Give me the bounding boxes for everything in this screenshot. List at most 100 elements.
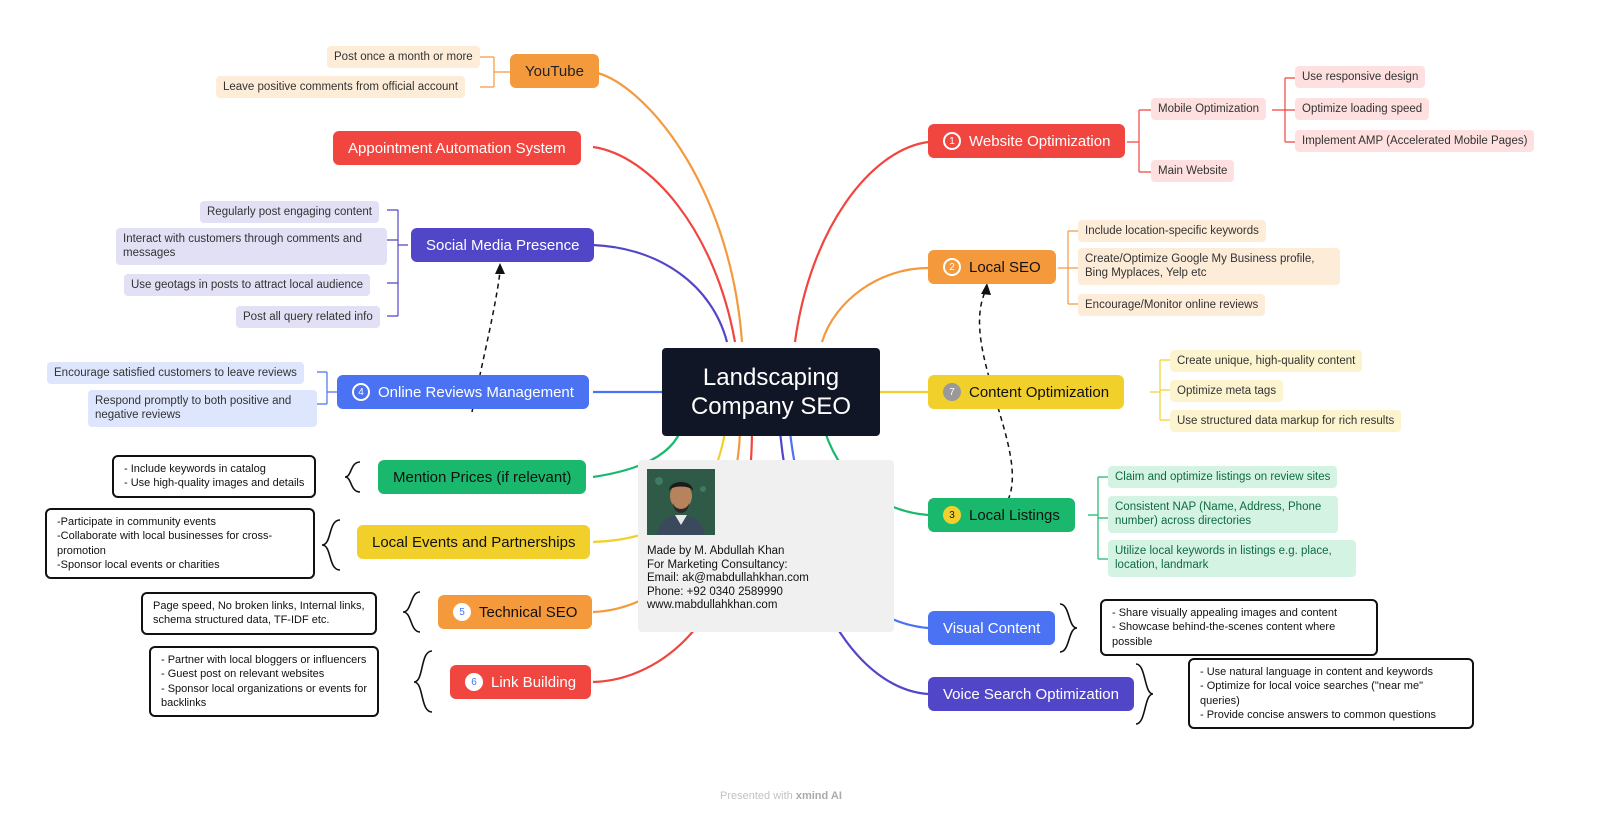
branch-local-seo[interactable]: 2 Local SEO [928,250,1056,284]
author-name: Made by M. Abdullah Khan [647,545,785,557]
link-building-note[interactable]: - Partner with local bloggers or influen… [149,646,380,718]
author-email[interactable]: Email: ak@mabdullahkhan.com [647,572,809,585]
voice-note[interactable]: - Use natural language in content and ke… [1188,658,1474,730]
link-social [592,243,729,343]
central-topic-line2: Company SEO [690,393,852,420]
localseo-leaf-2-text: Create/Optimize Google My Business profi… [1085,253,1315,280]
youtube-leaf-2[interactable]: Leave positive comments from official ac… [216,76,466,99]
branch-mention-prices[interactable]: Mention Prices (if relevant) [378,460,587,494]
branch-technical-seo-label: Technical SEO [479,603,578,621]
technical-note-line-1: Page speed, No broken links, Internal li… [153,600,365,612]
number-badge-3: 3 [943,506,961,524]
branch-voice-search-label: Voice Search Optimization [943,685,1119,703]
voice-note-line-2: - Optimize for local voice searches ("ne… [1200,680,1423,693]
voice-note-line-4: - Provide concise answers to common ques… [1200,708,1436,721]
mobile-leaf-2[interactable]: Optimize loading speed [1295,98,1430,121]
content-leaf-2[interactable]: Optimize meta tags [1170,380,1284,403]
author-details: Made by M. Abdullah Khan For Marketing C… [647,545,809,613]
author-phone[interactable]: Phone: +92 0340 2589990 [647,585,783,598]
author-role: For Marketing Consultancy: [647,558,788,571]
events-note-line-2: -Collaborate with local businesses for c… [57,530,273,543]
events-note-line-1: -Participate in community events [57,516,216,528]
number-badge-1: 1 [943,132,961,150]
branch-visual-content[interactable]: Visual Content [928,611,1056,645]
branch-website-optimization-label: Website Optimization [969,132,1111,150]
branch-visual-content-label: Visual Content [943,619,1041,637]
localseo-leaf-3-text: Encourage/Monitor online reviews [1085,299,1259,311]
prices-note[interactable]: - Include keywords in catalog - Use high… [112,455,317,498]
content-leaf-3[interactable]: Use structured data markup for rich resu… [1170,410,1402,433]
branch-mention-prices-label: Mention Prices (if relevant) [393,468,572,486]
link-building-note-line-3: - Sponsor local organizations or events … [161,682,368,695]
branch-online-reviews[interactable]: 4 Online Reviews Management [337,375,589,409]
listings-leaf-3-text: Utilize local keywords in listings e.g. … [1115,545,1332,572]
website-main-website-text: Main Website [1158,165,1228,177]
content-leaf-1-text: Create unique, high-quality content [1177,355,1356,367]
footer-prefix: Presented with [720,790,796,802]
social-leaf-2-text: Interact with customers through comments… [123,233,363,260]
branch-appointment-label: Appointment Automation System [348,139,566,157]
author-card[interactable]: Made by M. Abdullah Khan For Marketing C… [638,460,894,632]
branch-content-optimization-label: Content Optimization [969,383,1110,401]
central-topic[interactable]: Landscaping Company SEO [662,348,880,436]
prices-note-line-1: - Include keywords in catalog [124,463,266,475]
youtube-leaf-1[interactable]: Post once a month or more [327,46,480,69]
technical-note-line-2: schema structured data, TF-IDF etc. [153,614,330,627]
localseo-leaf-2[interactable]: Create/Optimize Google My Business profi… [1078,248,1340,285]
listings-leaf-2-text: Consistent NAP (Name, Address, Phone num… [1115,501,1322,528]
technical-note[interactable]: Page speed, No broken links, Internal li… [141,592,377,635]
branch-website-optimization[interactable]: 1 Website Optimization [928,124,1126,158]
branch-social-media[interactable]: Social Media Presence [411,228,595,262]
visual-note-line-1: - Share visually appealing images and co… [1112,607,1338,619]
branch-online-reviews-label: Online Reviews Management [378,383,574,401]
presented-with-footer: Presented with xmind AI [720,790,842,802]
social-leaf-1[interactable]: Regularly post engaging content [200,201,379,224]
branch-youtube[interactable]: YouTube [510,54,599,88]
visual-note[interactable]: - Share visually appealing images and co… [1100,599,1378,656]
branch-voice-search[interactable]: Voice Search Optimization [928,677,1134,711]
listings-leaf-2[interactable]: Consistent NAP (Name, Address, Phone num… [1108,496,1338,533]
xmind-logo-text[interactable]: xmind AI [795,790,842,802]
localseo-leaf-1[interactable]: Include location-specific keywords [1078,220,1266,243]
social-leaf-3[interactable]: Use geotags in posts to attract local au… [124,274,371,297]
number-badge-2: 2 [943,258,961,276]
content-leaf-1[interactable]: Create unique, high-quality content [1170,350,1363,373]
localseo-leaf-1-text: Include location-specific keywords [1085,225,1259,237]
content-leaf-2-text: Optimize meta tags [1177,385,1277,397]
branch-link-building-label: Link Building [491,673,577,691]
voice-note-line-3: queries) [1200,694,1240,707]
website-mobile-optimization-text: Mobile Optimization [1158,103,1259,115]
reviews-leaf-2-text: Respond promptly to both positive and ne… [95,395,292,422]
listings-leaf-3[interactable]: Utilize local keywords in listings e.g. … [1108,540,1356,577]
number-badge-5: 5 [453,603,471,621]
branch-link-building[interactable]: 6 Link Building [450,665,592,699]
branch-appointment[interactable]: Appointment Automation System [333,131,581,165]
reviews-leaf-1[interactable]: Encourage satisfied customers to leave r… [47,362,304,385]
author-photo [647,469,715,535]
author-website[interactable]: www.mabdullahkhan.com [647,599,778,612]
branch-local-events[interactable]: Local Events and Partnerships [357,525,591,559]
link-appointment [592,145,737,343]
listings-leaf-1-text: Claim and optimize listings on review si… [1115,471,1331,483]
social-leaf-2[interactable]: Interact with customers through comments… [116,228,387,265]
website-main-website[interactable]: Main Website [1151,160,1235,183]
listings-leaf-1[interactable]: Claim and optimize listings on review si… [1108,466,1338,489]
branch-local-listings-label: Local Listings [969,506,1060,524]
mobile-leaf-1[interactable]: Use responsive design [1295,66,1426,89]
website-mobile-optimization[interactable]: Mobile Optimization [1151,98,1266,121]
reviews-leaf-2[interactable]: Respond promptly to both positive and ne… [88,390,317,427]
link-localseo [820,266,929,343]
branch-local-listings[interactable]: 3 Local Listings [928,498,1075,532]
content-leaf-3-text: Use structured data markup for rich resu… [1177,415,1395,427]
branch-technical-seo[interactable]: 5 Technical SEO [438,595,593,629]
mobile-leaf-3[interactable]: Implement AMP (Accelerated Mobile Pages) [1295,130,1535,153]
localseo-leaf-3[interactable]: Encourage/Monitor online reviews [1078,294,1266,317]
events-note[interactable]: -Participate in community events -Collab… [45,508,315,580]
branch-content-optimization[interactable]: 7 Content Optimization [928,375,1125,409]
mobile-leaf-1-text: Use responsive design [1302,71,1419,83]
number-badge-7: 7 [943,383,961,401]
social-leaf-1-text: Regularly post engaging content [207,206,372,218]
social-leaf-4[interactable]: Post all query related info [236,306,380,329]
social-leaf-3-text: Use geotags in posts to attract local au… [131,279,364,291]
link-building-note-line-4: backlinks [161,696,207,709]
